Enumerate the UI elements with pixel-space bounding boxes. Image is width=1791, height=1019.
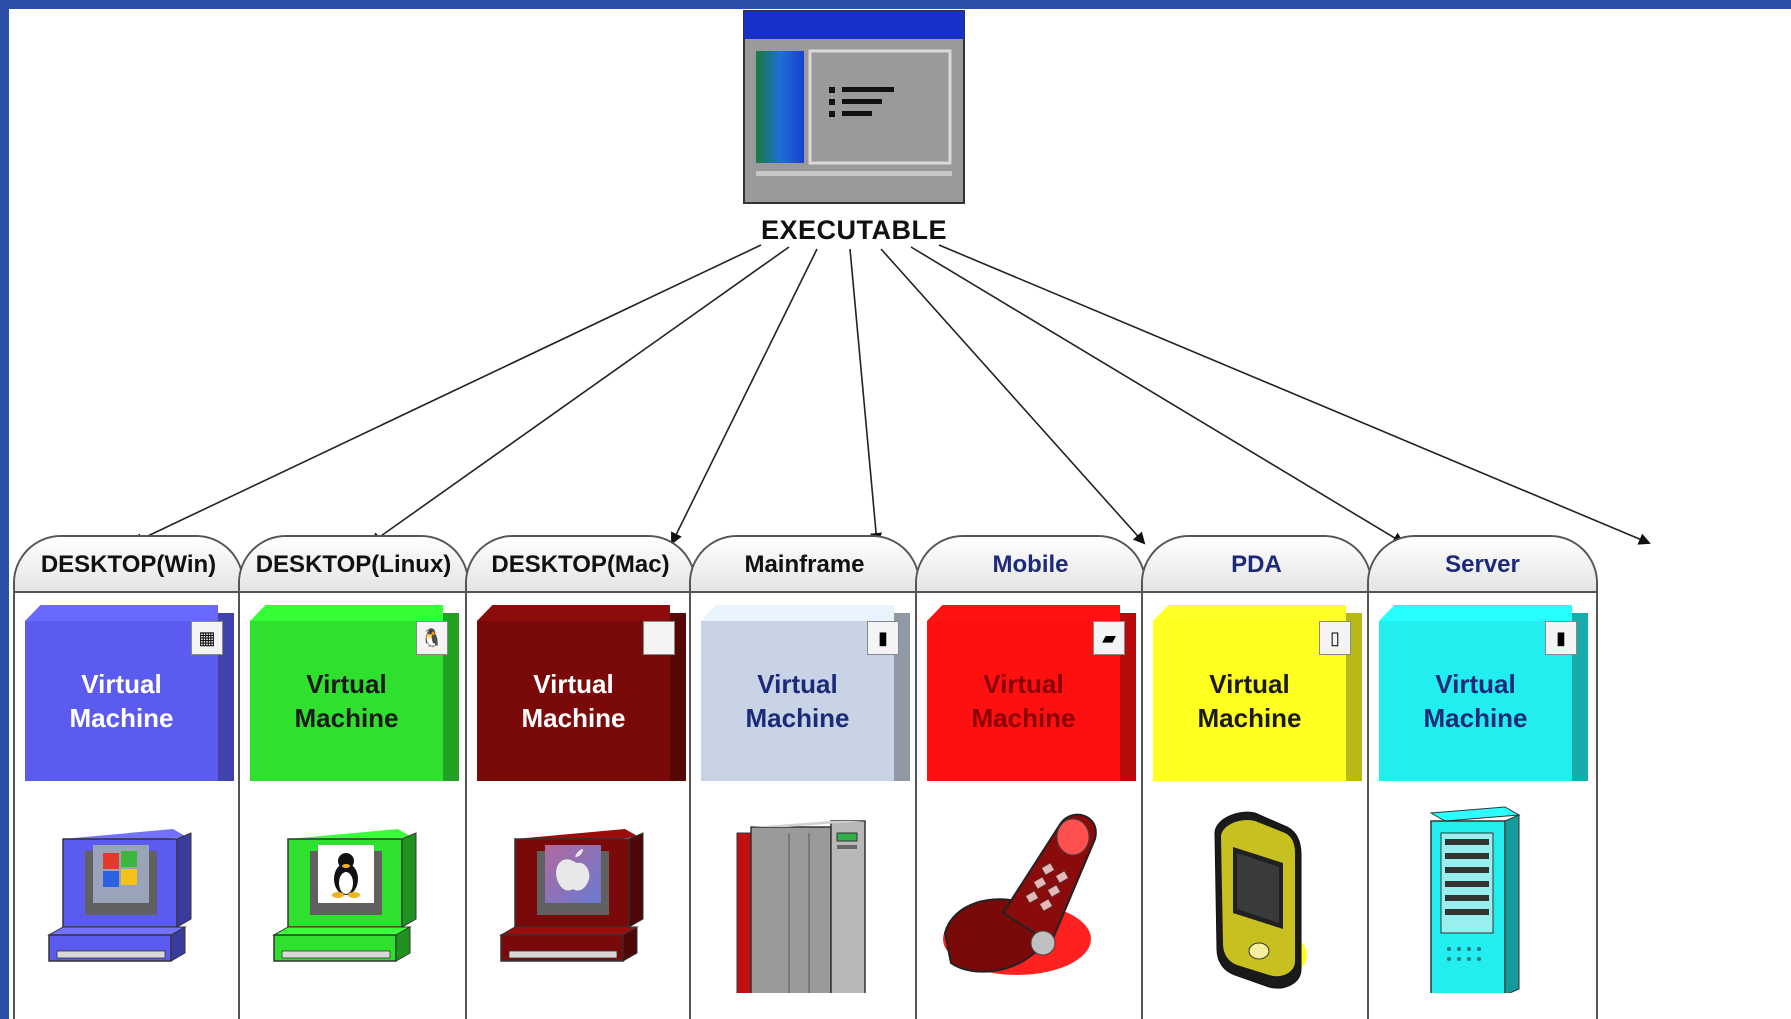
- platform-title: DESKTOP(Linux): [240, 537, 467, 593]
- virtual-machine-box: Virtual Machine ▰: [927, 605, 1139, 781]
- platform-body: Virtual Machine ▮: [1369, 593, 1596, 1019]
- vm-box-side: [1120, 613, 1136, 781]
- server-logo-icon: ▮: [1545, 621, 1577, 655]
- virtual-machine-box: Virtual Machine ▯: [1153, 605, 1365, 781]
- vm-label-line2: Machine: [1423, 703, 1528, 733]
- vm-box-front: Virtual Machine: [927, 621, 1120, 781]
- platform-panel-desktop-linux: DESKTOP(Linux) Virtual Machine 🐧: [238, 535, 469, 1019]
- vm-box-front: Virtual Machine: [701, 621, 894, 781]
- platform-body: Virtual Machine ▦: [15, 593, 242, 1019]
- vm-box-side: [670, 613, 686, 781]
- virtual-machine-box: Virtual Machine: [477, 605, 689, 781]
- mainframe-icon: [736, 820, 866, 993]
- vm-label-line2: Machine: [521, 703, 626, 733]
- platform-title: Mainframe: [691, 537, 918, 593]
- mobile-logo-icon: ▰: [1093, 621, 1125, 655]
- mobile-phone-icon: [943, 813, 1097, 975]
- mac-desktop-icon: [499, 829, 644, 962]
- desktop-mac-logo-icon: [643, 621, 675, 655]
- desktop-win-logo-icon: ▦: [191, 621, 223, 655]
- vm-label-line2: Machine: [971, 703, 1076, 733]
- vm-label-line2: Machine: [69, 703, 174, 733]
- platform-panel-server: Server Virtual Machine ▮: [1367, 535, 1598, 1019]
- windows-desktop-icon: [47, 829, 192, 962]
- vm-box-top: [250, 605, 443, 621]
- executable-label: EXECUTABLE: [760, 215, 947, 245]
- vm-box-front: Virtual Machine: [250, 621, 443, 781]
- vm-box-front: Virtual Machine: [477, 621, 670, 781]
- pda-icon: [1214, 811, 1307, 989]
- platform-title: DESKTOP(Win): [15, 537, 242, 593]
- vm-label-line1: Virtual: [533, 669, 614, 699]
- pda-logo-icon: ▯: [1319, 621, 1351, 655]
- platform-panel-mobile: Mobile Virtual Machine ▰: [915, 535, 1146, 1019]
- arrow-to-desktop-mac: [671, 248, 818, 545]
- vm-label-line1: Virtual: [306, 669, 387, 699]
- virtual-machine-box: Virtual Machine ▮: [701, 605, 913, 781]
- vm-label-line1: Virtual: [1209, 669, 1290, 699]
- platform-title: Mobile: [917, 537, 1144, 593]
- mainframe-logo-icon: ▮: [867, 621, 899, 655]
- connector-arrows: [131, 244, 1651, 545]
- vm-label-line2: Machine: [1197, 703, 1302, 733]
- vm-box-side: [1572, 613, 1588, 781]
- vm-box-top: [1379, 605, 1572, 621]
- vm-label-line1: Virtual: [757, 669, 838, 699]
- arrow-to-mainframe: [849, 248, 883, 545]
- vm-box-front: Virtual Machine: [25, 621, 218, 781]
- vm-box-side: [1346, 613, 1362, 781]
- vm-box-top: [477, 605, 670, 621]
- platform-panel-desktop-mac: DESKTOP(Mac) Virtual Machine: [465, 535, 696, 1019]
- arrow-to-desktop-win: [131, 244, 762, 545]
- desktop-linux-logo-icon: 🐧: [416, 621, 448, 655]
- platform-title: Server: [1369, 537, 1596, 593]
- arrow-to-desktop-linux: [369, 246, 790, 545]
- platform-title: DESKTOP(Mac): [467, 537, 694, 593]
- platform-body: Virtual Machine ▯: [1143, 593, 1370, 1019]
- vm-box-front: Virtual Machine: [1153, 621, 1346, 781]
- platform-panel-mainframe: Mainframe Virtual Machine ▮: [689, 535, 920, 1019]
- vm-label-line2: Machine: [294, 703, 399, 733]
- platform-panel-pda: PDA Virtual Machine ▯: [1141, 535, 1372, 1019]
- vm-box-top: [701, 605, 894, 621]
- server-icon: [1429, 806, 1521, 993]
- arrow-to-server: [938, 244, 1651, 545]
- platform-body: Virtual Machine 🐧: [240, 593, 467, 1019]
- vm-box-top: [1153, 605, 1346, 621]
- platform-body: Virtual Machine: [467, 593, 694, 1019]
- vm-label-line1: Virtual: [1435, 669, 1516, 699]
- platform-body: Virtual Machine ▮: [691, 593, 918, 1019]
- vm-label-line1: Virtual: [81, 669, 162, 699]
- platform-title: PDA: [1143, 537, 1370, 593]
- diagram-canvas: EXECUTABLE DESKTOP(Win) V: [9, 9, 1791, 1019]
- vm-box-side: [894, 613, 910, 781]
- arrow-to-pda: [910, 246, 1405, 545]
- linux-desktop-icon: [272, 829, 417, 962]
- vm-box-top: [25, 605, 218, 621]
- vm-box-front: Virtual Machine: [1379, 621, 1572, 781]
- arrow-to-mobile: [880, 248, 1146, 545]
- vm-box-top: [927, 605, 1120, 621]
- vm-label-line2: Machine: [745, 703, 850, 733]
- virtual-machine-box: Virtual Machine ▦: [25, 605, 237, 781]
- virtual-machine-box: Virtual Machine ▮: [1379, 605, 1591, 781]
- vm-label-line1: Virtual: [983, 669, 1064, 699]
- vm-box-side: [218, 613, 234, 781]
- vm-box-side: [443, 613, 459, 781]
- virtual-machine-box: Virtual Machine 🐧: [250, 605, 462, 781]
- platform-panel-desktop-win: DESKTOP(Win) Virtual Machine ▦: [13, 535, 244, 1019]
- executable-window-icon: [743, 10, 965, 204]
- platform-body: Virtual Machine ▰: [917, 593, 1144, 1019]
